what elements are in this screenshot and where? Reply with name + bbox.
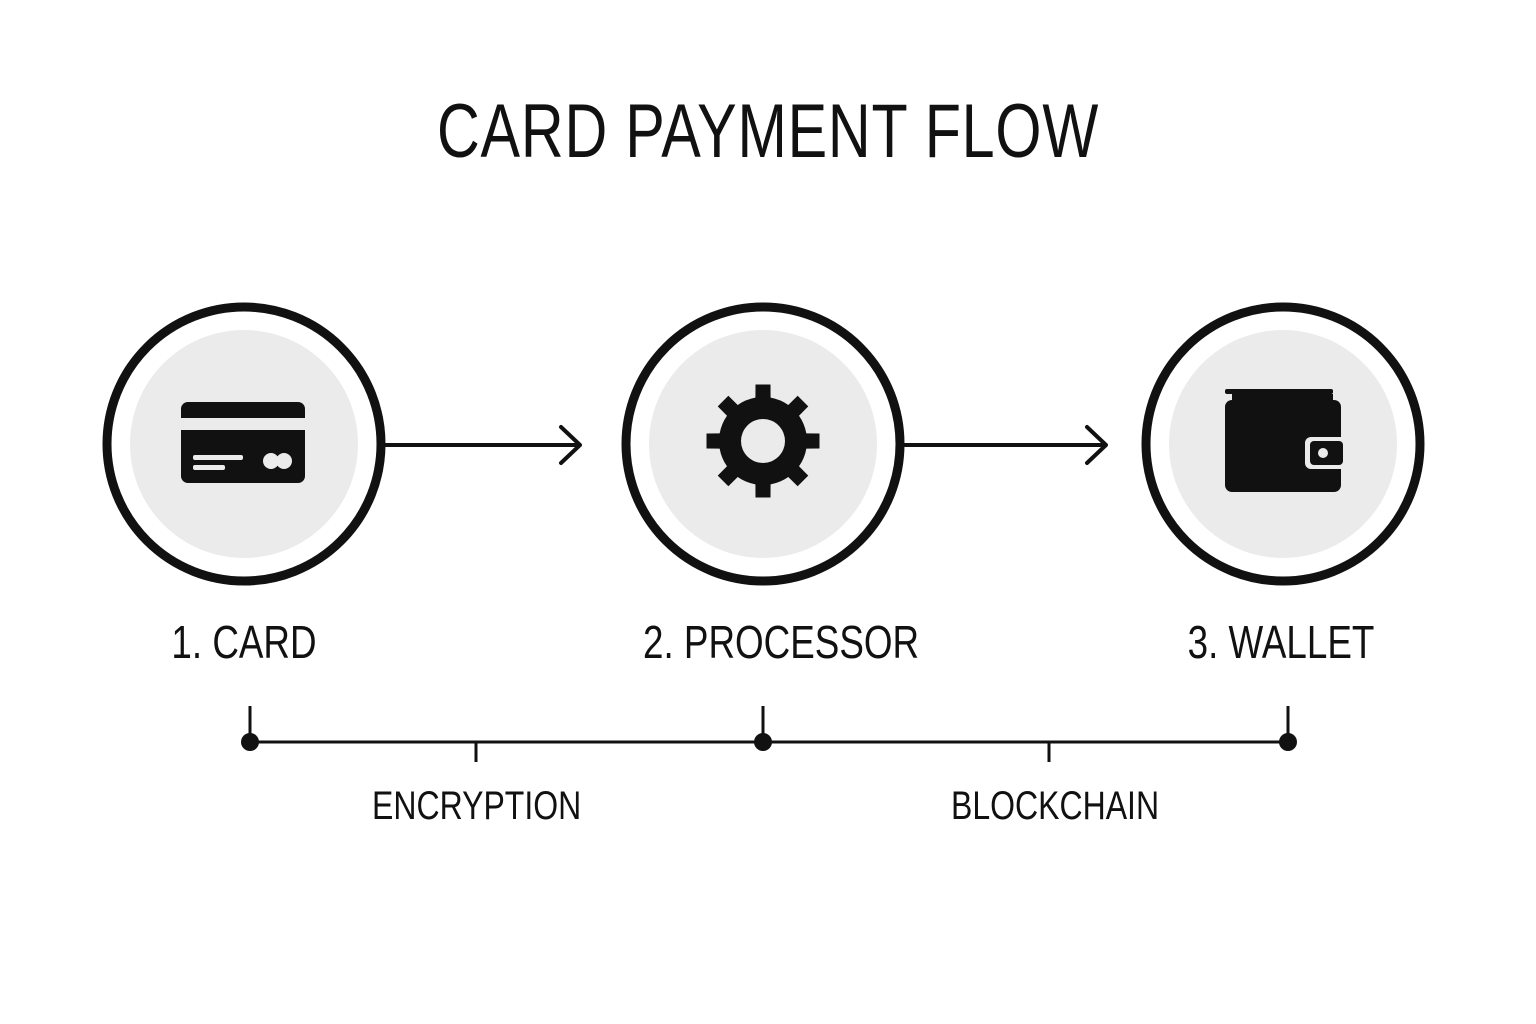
timeline-dot-processor [754, 733, 772, 751]
segment-label-blockchain: BLOCKCHAIN [951, 784, 1160, 828]
timeline [241, 706, 1297, 762]
timeline-dot-wallet [1279, 733, 1297, 751]
step-node-card [102, 302, 386, 586]
timeline-dot-card [241, 733, 259, 751]
step-label-processor: 2. PROCESSOR [643, 616, 920, 668]
arrow-processor-to-wallet [903, 425, 1108, 465]
gear-icon [706, 384, 820, 498]
gear-shape [706, 384, 820, 498]
step-node-processor [621, 302, 905, 586]
credit-card-icon [181, 402, 305, 483]
diagram-title: CARD PAYMENT FLOW [436, 89, 1100, 174]
wallet-icon [1225, 389, 1347, 492]
segment-label-encryption: ENCRYPTION [372, 784, 582, 828]
step-label-wallet: 3. WALLET [1187, 616, 1375, 668]
arrow-card-to-processor [384, 425, 582, 465]
step-node-wallet [1141, 302, 1425, 586]
step-label-card: 1. CARD [171, 616, 317, 668]
